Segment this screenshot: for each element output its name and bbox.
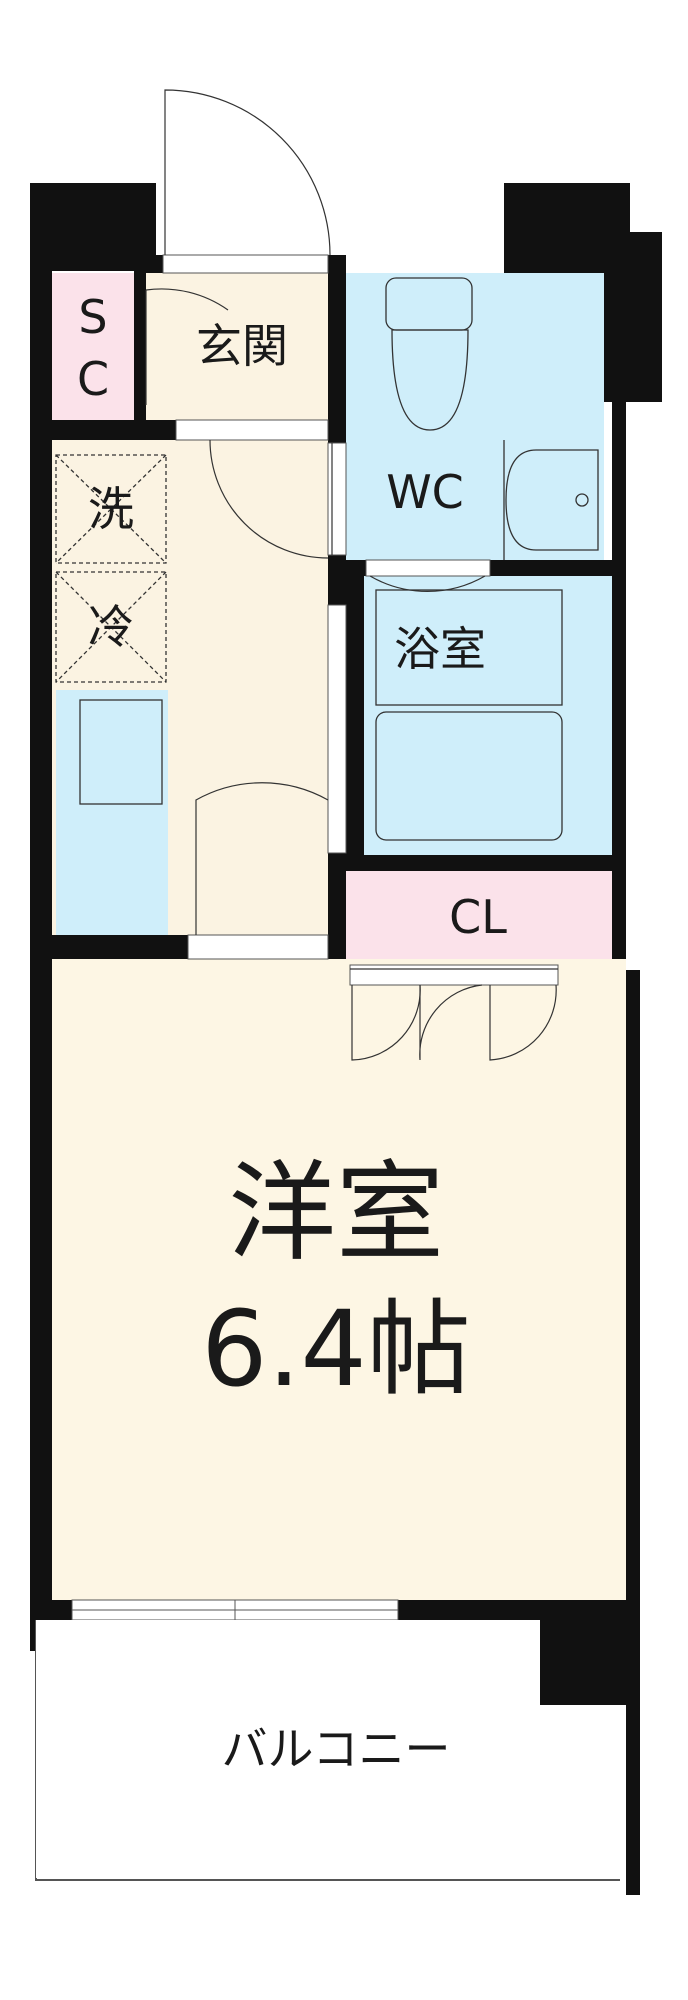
- kitchen-side-opening: [327, 604, 347, 854]
- cl-door-swing-3: [489, 984, 557, 1061]
- closet-label: CL: [449, 890, 507, 944]
- floor-wc: [346, 273, 604, 560]
- pillar-top-left: [30, 183, 156, 271]
- sc-label-top: S: [78, 290, 107, 344]
- cl-door-swing-2: [419, 984, 483, 1061]
- floor-kitchen: [56, 690, 168, 935]
- wall-sc-right: [134, 271, 146, 421]
- floor-cl: [346, 871, 612, 965]
- bath-wall-line: [375, 589, 563, 706]
- floor-bath: [364, 576, 612, 855]
- room-door-opening: [187, 934, 329, 960]
- floor-sc: [52, 273, 134, 420]
- fridge-space: [55, 571, 167, 683]
- sc-door-swing: [145, 288, 229, 405]
- sink-icon: [505, 449, 599, 551]
- wall-right: [612, 400, 626, 985]
- balcony-floor: [36, 1620, 540, 1878]
- walls: [30, 183, 662, 1895]
- sc-label-bottom: C: [77, 352, 109, 406]
- washer-label: 洗: [88, 482, 134, 536]
- bath-label: 浴室: [394, 622, 486, 676]
- cl-door-opening: [349, 964, 559, 986]
- washer-space: [55, 454, 167, 564]
- toilet-bowl-icon: [391, 329, 469, 431]
- western-room-label: 洋室: [228, 1151, 444, 1276]
- fridge-diag-2: [55, 571, 167, 683]
- corridor-door-opening: [175, 419, 329, 441]
- wall-left: [30, 271, 52, 1651]
- entry-door-swing: [164, 89, 331, 256]
- entrance-label: 玄関: [196, 319, 288, 373]
- balcony-label: バルコニー: [221, 1722, 450, 1776]
- floor-entrance: [146, 273, 328, 420]
- fridge-label: 冷: [88, 600, 134, 654]
- wc-label: WC: [386, 465, 464, 519]
- wc-door-opening: [327, 442, 347, 556]
- wall-bath-left: [346, 570, 364, 870]
- corridor-door-swing: [209, 439, 329, 559]
- sink-drain-icon: [575, 493, 589, 507]
- wall-cl-top: [346, 855, 616, 871]
- bath-door-swing: [369, 575, 486, 593]
- room-door-swing: [195, 782, 329, 935]
- bathtub-icon: [375, 711, 563, 841]
- entry-door-frame: [162, 254, 329, 274]
- bath-door-opening: [365, 559, 491, 577]
- western-room-size-label: 6.4帖: [201, 1288, 470, 1410]
- floor-western-room: [52, 959, 626, 1600]
- washer-diag-2: [55, 454, 167, 564]
- kitchen-sink-icon: [79, 699, 163, 805]
- cl-door-swing-1: [351, 984, 421, 1061]
